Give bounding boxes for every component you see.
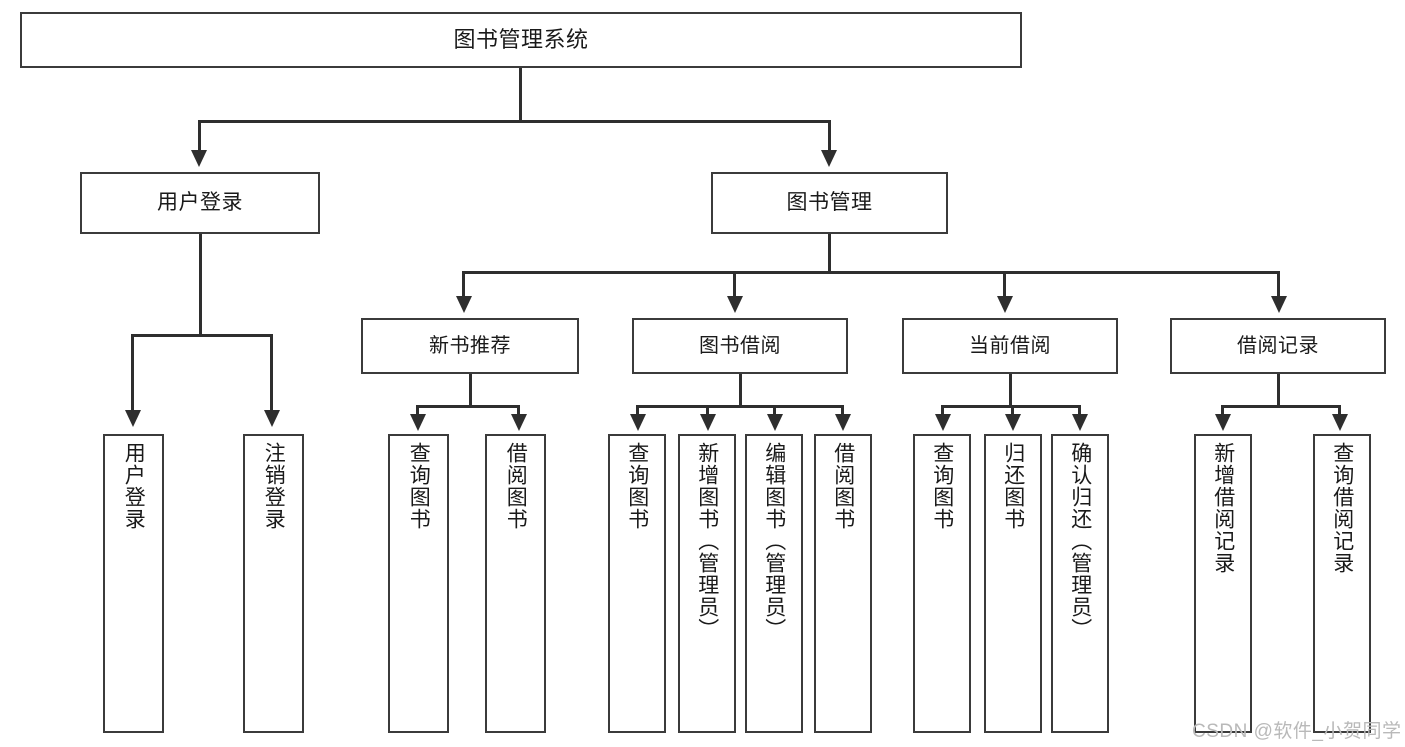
csdn-watermark: CSDN @软件_小贺同学 [1192,721,1402,742]
arrow-book-manage-to-record [1271,296,1287,313]
edge-current-to-leaf-3 [1078,405,1081,417]
arrow-recommend-to-leaf-1 [410,414,426,431]
arrow-borrow-to-leaf-3 [767,414,783,431]
node-new-book-recommend[interactable]: 新书推荐 [361,318,579,374]
node-label: 新书推荐 [429,334,511,357]
arrow-root-to-book-manage [821,150,837,167]
node-leaf-query-record[interactable]: 查询借阅记录 [1313,434,1371,733]
edge-borrow-to-leaf-4 [841,405,844,417]
arrow-root-to-user-login [191,150,207,167]
node-leaf-borrow-book-2[interactable]: 借阅图书 [814,434,872,733]
edge-recommend-to-leaf-1 [416,405,419,417]
edge-current-to-leaf-1 [941,405,944,417]
node-leaf-add-record[interactable]: 新增借阅记录 [1194,434,1252,733]
node-label: 查询图书 [930,442,954,530]
arrow-current-to-leaf-2 [1005,414,1021,431]
edge-book-manage-stem [828,234,831,272]
edge-borrow-to-leaf-2 [706,405,709,417]
node-label: 归还图书 [1001,442,1025,530]
node-label: 注销登录 [262,442,286,530]
edge-record-bar [1221,405,1341,408]
edge-book-manage-bar [462,271,1280,274]
edge-recommend-stem [469,374,472,406]
edge-user-login-to-leaf-2 [270,334,273,413]
edge-root-to-user-login [198,120,201,153]
arrow-recommend-to-leaf-2 [511,414,527,431]
arrow-borrow-to-leaf-4 [835,414,851,431]
node-leaf-return-book[interactable]: 归还图书 [984,434,1042,733]
node-label: 查询图书 [407,442,431,530]
edge-record-to-leaf-1 [1221,405,1224,417]
node-current-borrow[interactable]: 当前借阅 [902,318,1118,374]
node-label: 查询图书 [625,442,649,530]
edge-book-manage-to-borrow [733,271,736,299]
node-label: 用户登录 [157,190,243,214]
node-book-manage[interactable]: 图书管理 [711,172,948,234]
arrow-borrow-to-leaf-2 [700,414,716,431]
node-leaf-query-book-2[interactable]: 查询图书 [608,434,666,733]
node-leaf-add-book[interactable]: 新增图书（管理员） [678,434,736,733]
node-borrow-record[interactable]: 借阅记录 [1170,318,1386,374]
node-leaf-user-login[interactable]: 用户登录 [103,434,164,733]
node-leaf-query-book-1[interactable]: 查询图书 [388,434,449,733]
node-book-borrow[interactable]: 图书借阅 [632,318,848,374]
arrow-user-login-to-leaf-2 [264,410,280,427]
arrow-book-manage-to-borrow [727,296,743,313]
edge-root-to-book-manage [828,120,831,153]
edge-record-to-leaf-2 [1338,405,1341,417]
edge-recommend-bar [416,405,520,408]
node-label: 当前借阅 [969,334,1051,357]
node-leaf-confirm-return[interactable]: 确认归还（管理员） [1051,434,1109,733]
arrow-current-to-leaf-1 [935,414,951,431]
arrow-user-login-to-leaf-1 [125,410,141,427]
arrow-current-to-leaf-3 [1072,414,1088,431]
node-leaf-logout[interactable]: 注销登录 [243,434,304,733]
edge-borrow-to-leaf-3 [773,405,776,417]
arrow-record-to-leaf-1 [1215,414,1231,431]
arrow-book-manage-to-current [997,296,1013,313]
edge-recommend-to-leaf-2 [517,405,520,417]
node-label: 新增图书（管理员） [695,442,719,640]
edge-borrow-to-leaf-1 [636,405,639,417]
edge-book-manage-to-current [1003,271,1006,299]
node-label: 编辑图书（管理员） [762,442,786,640]
node-label: 借阅记录 [1237,334,1319,357]
edge-borrow-stem [739,374,742,406]
edge-current-stem [1009,374,1012,406]
edge-record-stem [1277,374,1280,406]
arrow-book-manage-to-recommend [456,296,472,313]
edge-root-bar [198,120,831,123]
node-label: 新增借阅记录 [1211,442,1235,574]
edge-book-manage-to-record [1277,271,1280,299]
node-label: 图书管理 [786,190,873,214]
node-user-login[interactable]: 用户登录 [80,172,320,234]
node-root-system[interactable]: 图书管理系统 [20,12,1022,68]
arrow-borrow-to-leaf-1 [630,414,646,431]
edge-user-login-bar [131,334,271,337]
edge-book-manage-to-recommend [462,271,465,299]
edge-borrow-bar [636,405,844,408]
node-label: 借阅图书 [504,442,528,530]
node-label: 图书管理系统 [453,27,589,53]
node-leaf-borrow-book-1[interactable]: 借阅图书 [485,434,546,733]
node-label: 图书借阅 [699,334,781,357]
node-label: 确认归还（管理员） [1068,442,1092,640]
edge-user-login-to-leaf-1 [131,334,134,413]
edge-user-login-stem [199,234,202,335]
edge-current-bar [941,405,1080,408]
node-label: 查询借阅记录 [1330,442,1354,574]
node-leaf-query-book-3[interactable]: 查询图书 [913,434,971,733]
node-label: 用户登录 [122,442,146,530]
node-label: 借阅图书 [831,442,855,530]
edge-root-stem [519,68,522,121]
node-leaf-edit-book[interactable]: 编辑图书（管理员） [745,434,803,733]
edge-current-to-leaf-2 [1011,405,1014,417]
arrow-record-to-leaf-2 [1332,414,1348,431]
